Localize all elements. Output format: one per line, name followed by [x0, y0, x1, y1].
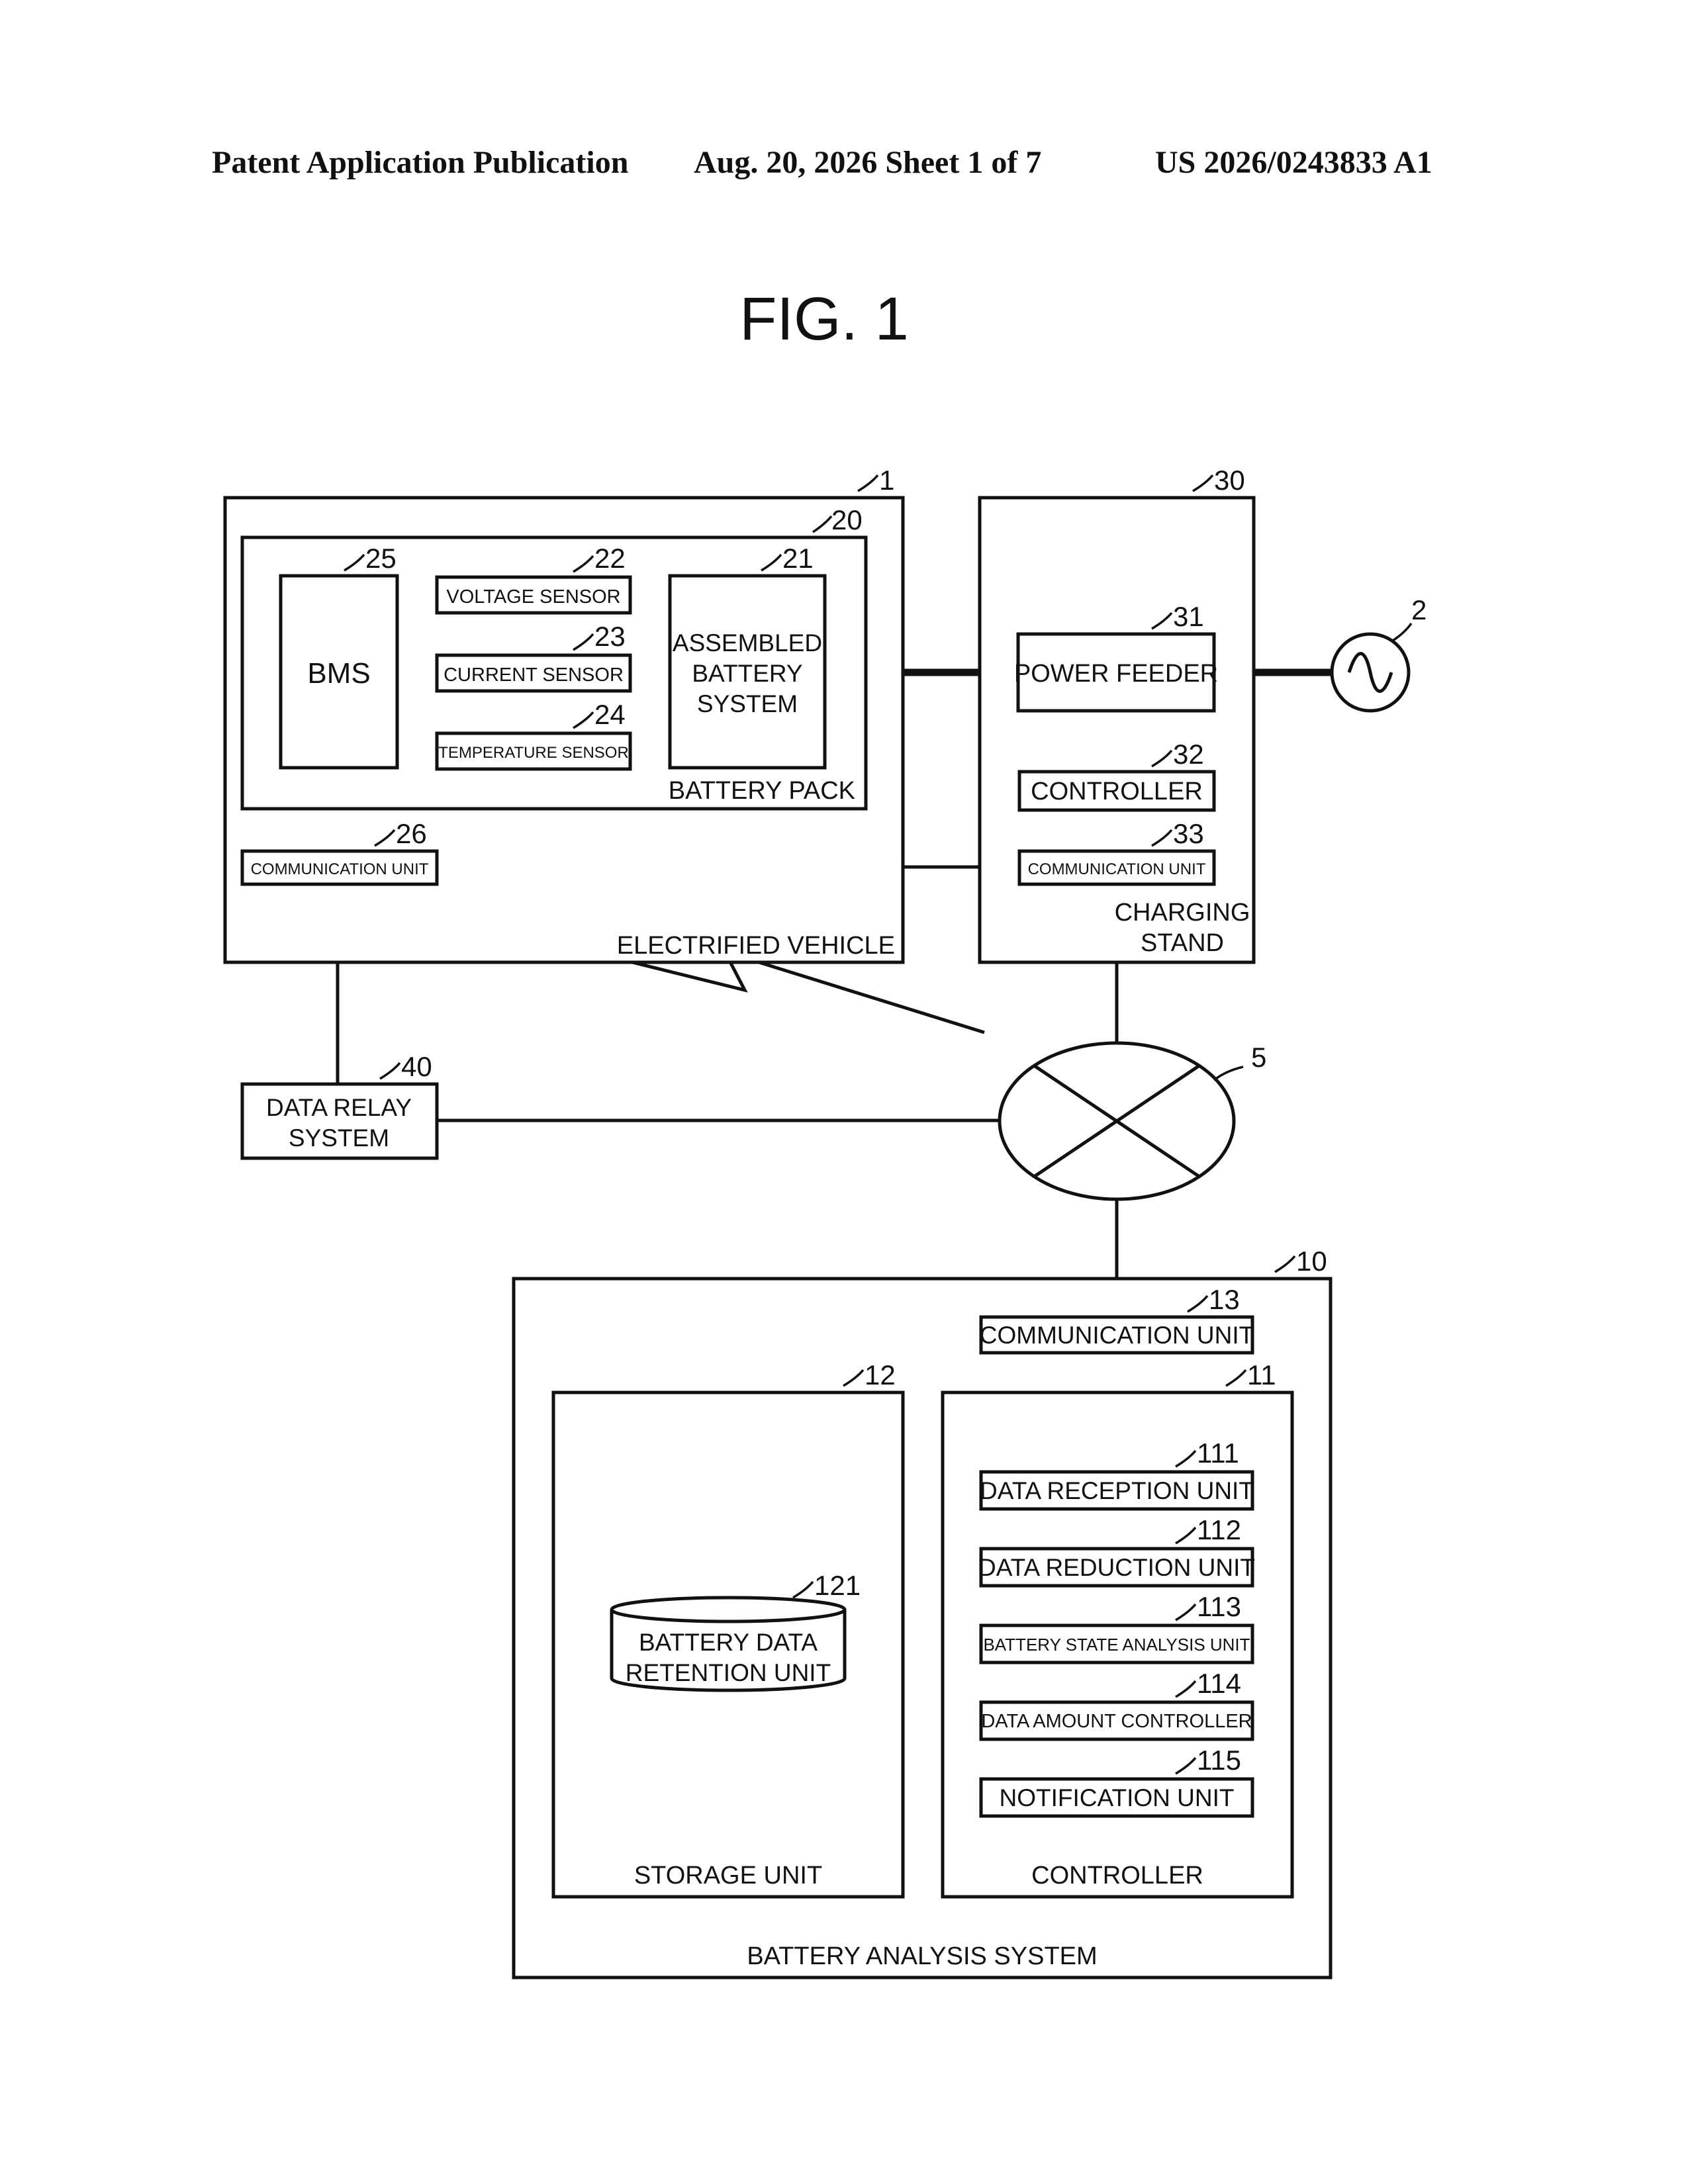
ref-12: 12: [865, 1359, 896, 1390]
ref-leader-10: [1275, 1256, 1295, 1272]
ref-5: 5: [1251, 1042, 1266, 1073]
ref-32: 32: [1173, 739, 1204, 770]
ref-2: 2: [1411, 594, 1427, 625]
ref-112: 112: [1197, 1514, 1241, 1545]
ref-1: 1: [879, 465, 894, 496]
ref-leader-5: [1214, 1067, 1243, 1080]
ref-22: 22: [594, 543, 626, 574]
analysis-comm-label: COMMUNICATION UNIT: [980, 1322, 1254, 1349]
controller-label: CONTROLLER: [1031, 1862, 1203, 1889]
storage-unit-label: STORAGE UNIT: [634, 1862, 822, 1889]
ref-31: 31: [1173, 601, 1204, 632]
state-analysis-label: BATTERY STATE ANALYSIS UNIT: [983, 1635, 1250, 1655]
charging-stand-line-2: STAND: [1141, 929, 1224, 957]
ref-111: 111: [1197, 1437, 1239, 1469]
ref-113: 113: [1197, 1591, 1241, 1622]
ref-30: 30: [1214, 465, 1245, 496]
ref-20: 20: [831, 504, 863, 535]
ref-13: 13: [1209, 1284, 1240, 1315]
retention-unit-line-1: BATTERY DATA: [639, 1629, 818, 1656]
notification-label: NOTIFICATION UNIT: [1000, 1784, 1235, 1811]
analysis-system-label: BATTERY ANALYSIS SYSTEM: [747, 1942, 1097, 1970]
ref-26: 26: [396, 818, 427, 849]
data-relay-line-1: DATA RELAY: [266, 1094, 412, 1121]
battery-pack-label: BATTERY PACK: [669, 777, 855, 805]
ref-leader-40: [380, 1063, 400, 1079]
stand-comm-label: COMMUNICATION UNIT: [1028, 860, 1206, 878]
ref-21: 21: [782, 543, 814, 574]
ref-33: 33: [1173, 818, 1204, 849]
bms-label: BMS: [307, 657, 370, 690]
data-reception-label: DATA RECEPTION UNIT: [980, 1477, 1254, 1504]
assembled-battery-line-1: ASSEMBLED: [673, 629, 822, 657]
ref-23: 23: [594, 621, 626, 652]
retention-unit-cylinder-top: [612, 1598, 845, 1621]
ref-121: 121: [814, 1570, 861, 1601]
temperature-sensor-label: TEMPERATURE SENSOR: [438, 744, 629, 762]
assembled-battery-line-3: SYSTEM: [697, 690, 798, 717]
charging-stand-line-1: CHARGING: [1115, 899, 1250, 927]
voltage-sensor-label: VOLTAGE SENSOR: [446, 586, 620, 608]
assembled-battery-line-2: BATTERY: [692, 660, 802, 687]
ref-leader-30: [1193, 475, 1213, 491]
ref-40: 40: [401, 1051, 432, 1082]
retention-unit-line-2: RETENTION UNIT: [626, 1659, 831, 1686]
current-sensor-label: CURRENT SENSOR: [444, 664, 624, 686]
electrified-vehicle-label: ELECTRIFIED VEHICLE: [617, 932, 895, 960]
ref-114: 114: [1197, 1668, 1241, 1699]
ref-leader-2: [1393, 623, 1411, 641]
data-relay-line-2: SYSTEM: [289, 1124, 389, 1152]
charging-stand-box: [980, 498, 1254, 962]
ref-25: 25: [365, 543, 397, 574]
ref-115: 115: [1197, 1745, 1241, 1776]
stand-controller-label: CONTROLLER: [1031, 778, 1203, 805]
data-reduction-label: DATA REDUCTION UNIT: [978, 1554, 1255, 1581]
ref-10: 10: [1296, 1246, 1327, 1277]
vehicle-comm-label: COMMUNICATION UNIT: [251, 860, 429, 878]
ref-24: 24: [594, 699, 626, 730]
power-feeder-label: POWER FEEDER: [1014, 660, 1218, 688]
amount-controller-label: DATA AMOUNT CONTROLLER: [981, 1711, 1252, 1732]
ref-leader-1: [858, 475, 878, 491]
ref-11: 11: [1247, 1359, 1276, 1390]
